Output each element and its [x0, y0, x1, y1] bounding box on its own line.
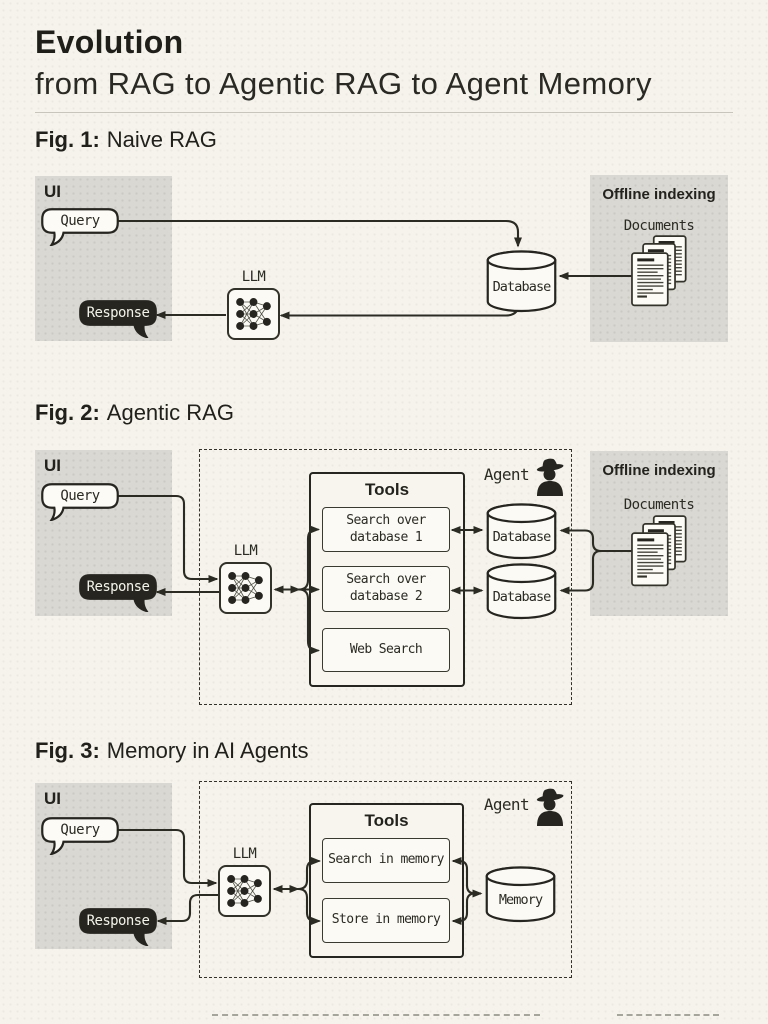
- neural-network-icon: [228, 572, 263, 604]
- fig2-documents-icon: [631, 514, 691, 593]
- fig2-tool-web-search: Web Search: [322, 628, 450, 672]
- fig2-llm-label: LLM: [233, 543, 258, 559]
- fig2-database1-cylinder: Database: [486, 503, 557, 560]
- fig3-memory-cylinder: Memory: [485, 866, 556, 923]
- fig1-label: Fig. 1:: [35, 127, 100, 152]
- documents-icon: [631, 235, 687, 307]
- fig3-agent: Agent: [470, 788, 566, 826]
- fig3-response-bubble: Response: [79, 908, 157, 946]
- speech-bubble-icon: [41, 208, 119, 246]
- fig2-agent: Agent: [470, 458, 566, 496]
- speech-bubble-icon: [41, 817, 119, 855]
- bottom-dashed-edge-left: [212, 1014, 540, 1016]
- fig3-agent-label: Agent: [483, 795, 530, 814]
- header-divider: [35, 112, 733, 113]
- fig1-database-text: Database: [492, 279, 552, 295]
- fig3-query-text: Query: [60, 822, 100, 838]
- database-icon: [486, 250, 557, 313]
- page-title: Evolution: [35, 24, 184, 60]
- fig1-documents-icon: [631, 234, 691, 313]
- fig1-title: Naive RAG: [106, 127, 217, 152]
- fig1-query-text: Query: [60, 213, 100, 229]
- fig1-documents-label: Documents: [623, 218, 695, 234]
- fig1-response-text: Response: [86, 305, 150, 321]
- fig3-llm-label: LLM: [232, 846, 257, 862]
- fig1-llm-box: [227, 288, 280, 340]
- fig1-offline-panel: Offline indexing Documents: [590, 175, 728, 342]
- fig3-tools-title: Tools: [364, 811, 409, 830]
- fig3-label: Fig. 3:: [35, 738, 100, 763]
- fig2-database2-cylinder: Database: [486, 563, 557, 620]
- database-icon: [486, 563, 557, 620]
- fig3-ui-label: UI: [44, 789, 61, 808]
- fig3-llm-box: [218, 865, 271, 917]
- fig1-ui-panel: UI: [35, 176, 172, 341]
- fig2-query-text: Query: [60, 488, 100, 504]
- fig2-response-bubble: Response: [79, 574, 157, 612]
- fig3-title: Memory in AI Agents: [106, 738, 309, 763]
- fig3-response-text: Response: [86, 913, 150, 929]
- documents-icon: [631, 515, 687, 587]
- fig2-tools-box: Tools Search over database 1 Search over…: [309, 472, 465, 687]
- fig2-tool-search-db1: Search over database 1: [322, 507, 450, 552]
- fig2-tool-search-db2: Search over database 2: [322, 566, 450, 612]
- agent-icon: [536, 788, 564, 826]
- fig1-ui-label: UI: [44, 182, 61, 201]
- speech-bubble-icon: [79, 908, 157, 946]
- fig2-query-bubble: Query: [41, 483, 119, 521]
- fig2-label: Fig. 2:: [35, 400, 100, 425]
- fig3-tools-box: Tools Search in memory Store in memory: [309, 803, 464, 958]
- fig3-tool-store-memory: Store in memory: [322, 898, 450, 943]
- fig2-offline-title: Offline indexing: [602, 462, 716, 479]
- neural-network-icon: [236, 298, 271, 330]
- fig1-heading: Fig. 1:Naive RAG: [35, 127, 217, 153]
- fig2-database1-text: Database: [492, 529, 552, 545]
- fig1-query-bubble: Query: [41, 208, 119, 246]
- fig2-heading: Fig. 2:Agentic RAG: [35, 400, 234, 426]
- fig1-offline-title: Offline indexing: [602, 186, 716, 203]
- database-icon: [486, 503, 557, 560]
- memory-database-icon: [485, 866, 556, 923]
- fig2-response-text: Response: [86, 579, 150, 595]
- fig3-heading: Fig. 3:Memory in AI Agents: [35, 738, 309, 764]
- speech-bubble-icon: [79, 300, 157, 338]
- fig1-database-cylinder: Database: [486, 250, 557, 313]
- neural-network-icon: [227, 875, 262, 907]
- fig2-ui-label: UI: [44, 456, 61, 475]
- fig1-llm-label: LLM: [241, 269, 266, 285]
- fig2-agent-label: Agent: [483, 465, 530, 484]
- page-subtitle: from RAG to Agentic RAG to Agent Memory: [35, 66, 652, 101]
- fig2-llm-box: [219, 562, 272, 614]
- fig3-memory-text: Memory: [498, 892, 543, 908]
- speech-bubble-icon: [41, 483, 119, 521]
- fig1-response-bubble: Response: [79, 300, 157, 338]
- fig2-database2-text: Database: [492, 589, 552, 605]
- fig3-query-bubble: Query: [41, 817, 119, 855]
- fig3-tool-search-memory: Search in memory: [322, 838, 450, 883]
- fig2-tools-title: Tools: [364, 480, 410, 499]
- bottom-dashed-edge-right: [617, 1014, 719, 1016]
- fig2-title: Agentic RAG: [106, 400, 234, 425]
- agent-icon: [536, 458, 564, 496]
- speech-bubble-icon: [79, 574, 157, 612]
- fig2-documents-label: Documents: [623, 497, 695, 513]
